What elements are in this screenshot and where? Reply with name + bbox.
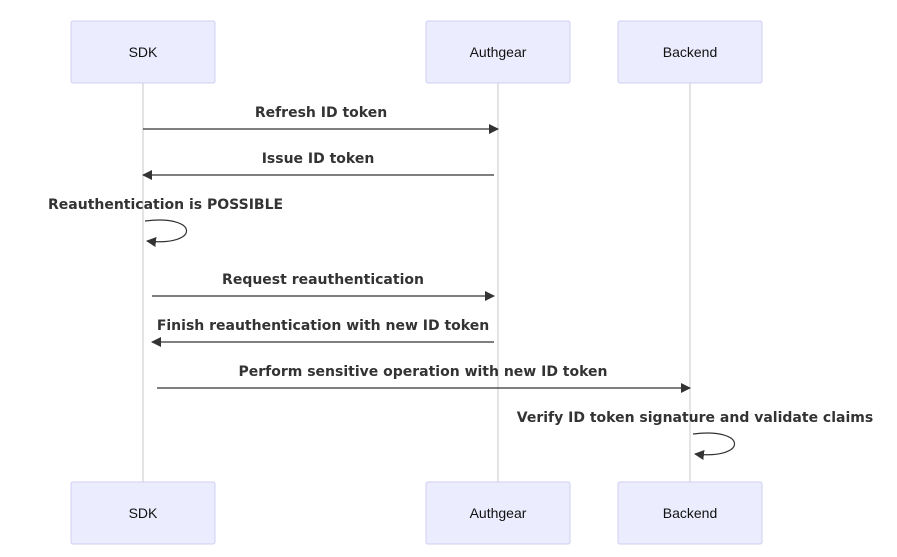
message-label: Issue ID token [262,151,375,167]
actor-label: Backend [663,505,717,521]
actor-sdk-top: SDK [70,20,216,84]
actor-label: SDK [129,505,158,521]
message-finish-reauthentication: Finish reauthentication with new ID toke… [151,318,494,347]
message-label: Reauthentication is POSSIBLE [48,197,283,213]
actor-authgear-bottom: Authgear [425,481,571,545]
message-label: Perform sensitive operation with new ID … [238,364,607,380]
message-request-reauthentication: Request reauthentication [152,272,495,301]
actor-backend-top: Backend [617,20,763,84]
actor-label: SDK [129,44,158,60]
message-reauthentication-possible: Reauthentication is POSSIBLE [48,197,283,247]
actor-label: Authgear [470,44,527,60]
actor-sdk-bottom: SDK [70,481,216,545]
message-verify-id-token: Verify ID token signature and validate c… [517,410,873,460]
message-label: Finish reauthentication with new ID toke… [157,318,489,334]
actor-label: Authgear [470,505,527,521]
message-refresh-id-token: Refresh ID token [143,105,499,134]
actor-label: Backend [663,44,717,60]
message-label: Request reauthentication [222,272,424,288]
message-perform-sensitive-operation: Perform sensitive operation with new ID … [157,364,691,393]
actor-backend-bottom: Backend [617,481,763,545]
message-label: Verify ID token signature and validate c… [517,410,873,426]
message-issue-id-token: Issue ID token [142,151,494,180]
self-loop-arrow [144,219,188,247]
self-loop-arrow [692,432,736,460]
actor-authgear-top: Authgear [425,20,571,84]
message-label: Refresh ID token [255,105,387,121]
